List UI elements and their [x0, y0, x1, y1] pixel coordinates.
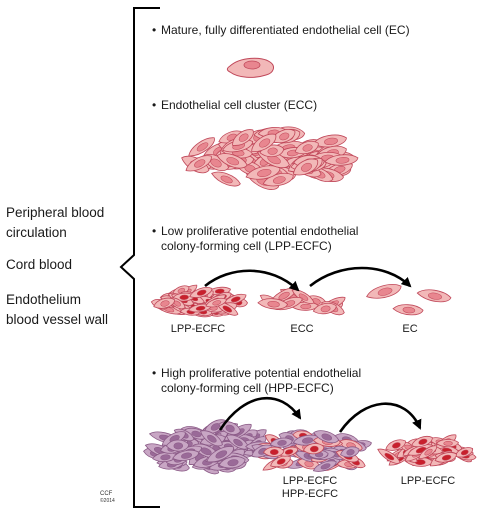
cell [189, 287, 213, 298]
hpp-mixed-colony [251, 429, 372, 472]
peripheral-blood-label: Peripheral blood circulation [6, 205, 105, 240]
cell [366, 284, 402, 299]
lpp-ecc-cluster [257, 287, 346, 316]
arrow-lpp-to-ecc [204, 269, 300, 292]
lpp-ecfc-colony [150, 284, 248, 318]
cell [232, 129, 254, 146]
cell [205, 297, 227, 308]
lpp-heading: •Low proliferative potential endothelial… [152, 224, 359, 253]
cell [269, 437, 293, 448]
cell [199, 430, 223, 447]
cell [294, 140, 319, 155]
cell [324, 154, 359, 166]
cell [225, 434, 250, 450]
cell [293, 158, 319, 176]
cell [302, 443, 325, 455]
cell [206, 446, 234, 463]
cell [172, 449, 200, 461]
ccf-credit: CCF ©2014 [100, 491, 115, 504]
hpp-heading: •High proliferative potential endothelia… [152, 366, 362, 395]
ecc-cluster [181, 126, 359, 190]
lpp-ecfc-result-label: LPP-ECFC [400, 475, 456, 487]
cell [262, 446, 285, 457]
cell [455, 447, 474, 458]
brace-bracket [119, 7, 160, 508]
ec-label: EC [402, 323, 418, 335]
mature-ec-cell [226, 57, 274, 78]
cell [218, 456, 246, 469]
cell [251, 133, 277, 152]
cell [392, 304, 424, 316]
ecc-heading: •Endothelial cell cluster (ECC) [152, 98, 318, 112]
lpp-ec-cells [366, 284, 452, 316]
cell [257, 298, 289, 310]
cell [153, 297, 175, 309]
arrow-ecc-to-ec [309, 266, 412, 288]
cell [245, 165, 281, 180]
cell [185, 155, 212, 172]
cord-blood-label: Cord blood [6, 257, 73, 272]
arrow-hpp-to-mixed [218, 396, 302, 431]
cell [340, 446, 360, 458]
ec-heading: •Mature, fully differentiated endothelia… [152, 23, 410, 37]
cell [435, 439, 459, 448]
cell [312, 460, 337, 472]
hpp-lpp-colony [377, 434, 477, 467]
cell [216, 153, 248, 169]
lpp-ecfc-label: LPP-ECFC [170, 323, 226, 335]
ecc-label: ECC [290, 323, 314, 335]
cell [416, 289, 452, 303]
cell [312, 302, 337, 315]
cell [270, 455, 291, 467]
lpp-hpp-ecfc-label: LPP-ECFC HPP-ECFC [281, 475, 339, 500]
endothelium-label: Endothelium blood vessel wall [6, 292, 109, 327]
cell [211, 171, 241, 187]
cell [312, 134, 347, 148]
arrow-mixed-to-lpp [338, 402, 422, 433]
cell [377, 448, 401, 464]
cell [188, 137, 215, 157]
cell [434, 452, 457, 463]
cell [313, 430, 340, 444]
cell [418, 445, 438, 459]
hpp-ecfc-colony [143, 419, 275, 475]
cell [385, 439, 406, 451]
cell [223, 293, 247, 305]
cell [411, 435, 433, 448]
cell [165, 439, 190, 452]
